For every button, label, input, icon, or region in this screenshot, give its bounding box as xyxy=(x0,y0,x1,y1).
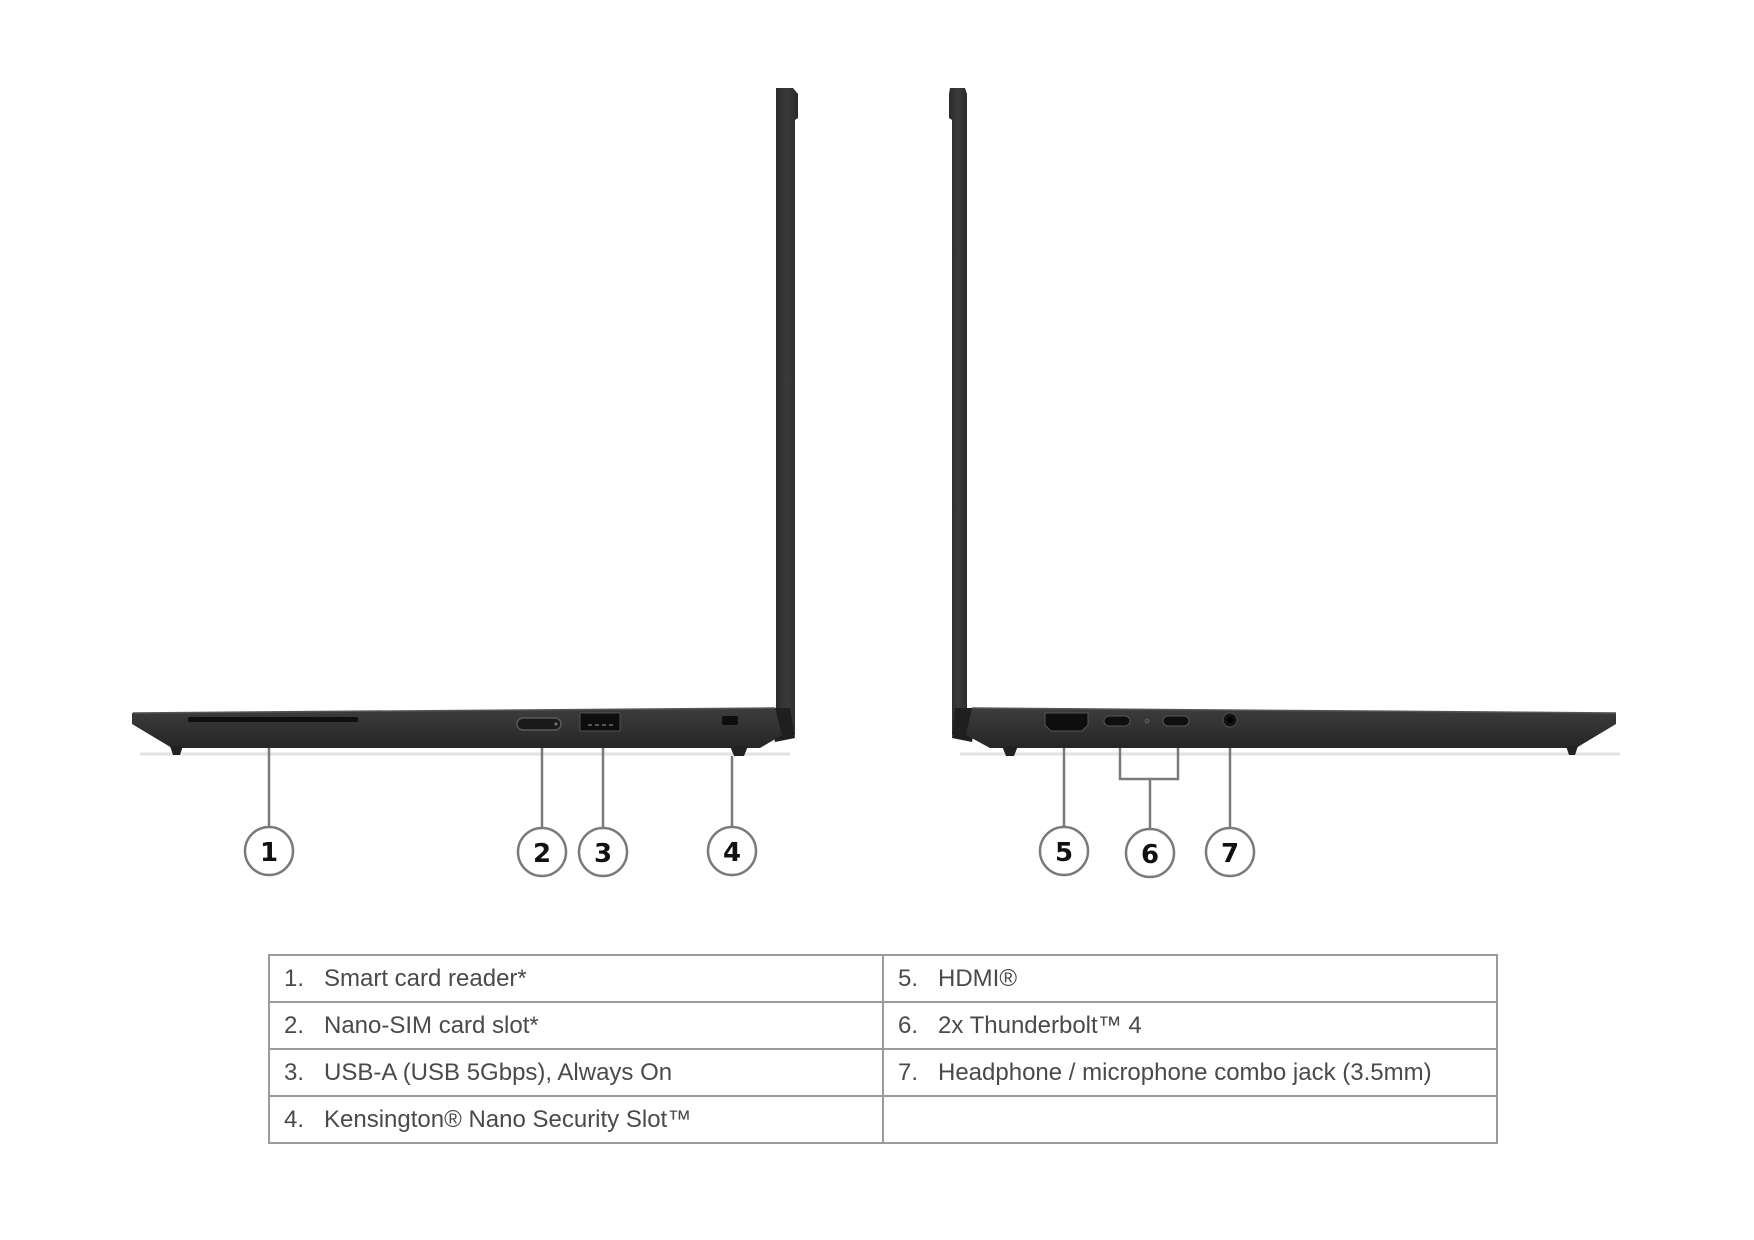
legend-cell-4: 4. Kensington® Nano Security Slot™ xyxy=(268,1095,884,1144)
legend-number: 1. xyxy=(284,964,305,992)
legend-label: Kensington® Nano Security Slot™ xyxy=(324,1105,692,1133)
svg-text:4: 4 xyxy=(723,838,741,868)
status-led xyxy=(1144,718,1150,724)
legend-number: 2. xyxy=(284,1011,305,1039)
right-side-laptop xyxy=(949,88,1620,756)
callout-lines xyxy=(267,748,1232,829)
svg-text:3: 3 xyxy=(594,839,612,869)
legend-cell-7: 7. Headphone / microphone combo jack (3.5… xyxy=(882,1048,1498,1097)
callout-6: 6 xyxy=(1124,827,1176,879)
svg-text:6: 6 xyxy=(1141,840,1159,870)
table-row: 2. Nano-SIM card slot* 6. 2x Thunderbolt™ … xyxy=(268,1001,1498,1050)
legend-cell-empty xyxy=(882,1095,1498,1144)
legend-label: Smart card reader* xyxy=(324,964,527,992)
callout-7: 7 xyxy=(1204,826,1256,878)
legend-label: HDMI® xyxy=(938,964,1018,992)
foot-left-rear xyxy=(730,746,748,756)
svg-text:5: 5 xyxy=(1055,838,1073,868)
legend-label: Headphone / microphone combo jack (3.5mm… xyxy=(938,1058,1432,1086)
legend-cell-5: 5. HDMI® xyxy=(882,954,1498,1003)
legend-cell-1: 1. Smart card reader* xyxy=(268,954,884,1003)
port-legend-table: 1. Smart card reader* 5. HDMI® 2. Nano-SIM … xyxy=(268,954,1498,1144)
laptop-base-left xyxy=(132,708,782,748)
table-row: 3. USB-A (USB 5Gbps), Always On 7. Headpho… xyxy=(268,1048,1498,1097)
laptop-side-views-diagram: 1 2 3 4 5 6 7 xyxy=(132,88,1620,879)
legend-number: 7. xyxy=(898,1058,919,1086)
thunderbolt-port-1 xyxy=(1103,715,1131,727)
foot-right-front xyxy=(1002,746,1018,756)
callout-4: 4 xyxy=(706,825,758,877)
kensington-nano-slot xyxy=(722,716,738,725)
svg-text:7: 7 xyxy=(1221,839,1239,869)
nano-sim-slot xyxy=(516,717,562,731)
legend-number: 3. xyxy=(284,1058,305,1086)
left-side-laptop xyxy=(132,88,798,756)
legend-label: 2x Thunderbolt™ 4 xyxy=(938,1011,1142,1039)
callout-2: 2 xyxy=(516,826,568,878)
laptop-lid-left xyxy=(776,88,798,740)
legend-number: 6. xyxy=(898,1011,919,1039)
legend-cell-2: 2. Nano-SIM card slot* xyxy=(268,1001,884,1050)
legend-label: Nano-SIM card slot* xyxy=(324,1011,539,1039)
callout-5: 5 xyxy=(1038,825,1090,877)
thunderbolt-port-2 xyxy=(1162,715,1190,727)
legend-cell-6: 6. 2x Thunderbolt™ 4 xyxy=(882,1001,1498,1050)
hdmi-port xyxy=(1044,712,1089,732)
legend-number: 4. xyxy=(284,1105,305,1133)
legend-cell-3: 3. USB-A (USB 5Gbps), Always On xyxy=(268,1048,884,1097)
callout-3: 3 xyxy=(577,826,629,878)
laptop-lid-right xyxy=(949,88,967,740)
table-row: 4. Kensington® Nano Security Slot™ xyxy=(268,1095,1498,1144)
foot-left-front xyxy=(170,746,183,755)
callout-1: 1 xyxy=(243,825,295,877)
smart-card-reader-slot xyxy=(188,717,358,722)
table-row: 1. Smart card reader* 5. HDMI® xyxy=(268,954,1498,1003)
usb-a-port xyxy=(579,712,621,732)
svg-text:2: 2 xyxy=(533,839,551,869)
legend-label: USB-A (USB 5Gbps), Always On xyxy=(324,1058,673,1086)
foot-right-rear xyxy=(1566,746,1578,755)
legend-number: 5. xyxy=(898,964,919,992)
svg-text:1: 1 xyxy=(260,838,278,868)
